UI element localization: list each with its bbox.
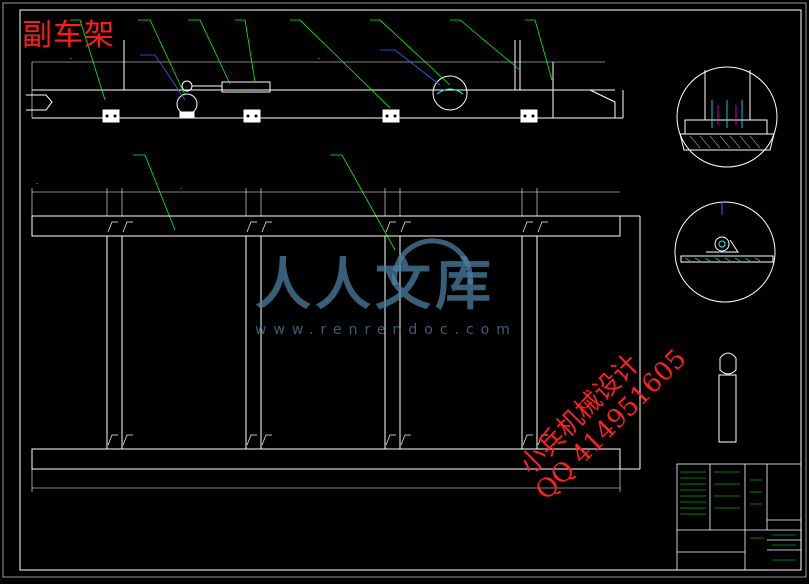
svg-text:-: - [36,181,38,187]
sheet-border [19,9,802,571]
watermark-logo [392,238,473,286]
watermark-brand: 人人文库 [255,253,495,318]
leader-lines [70,19,553,251]
title-block-rows [680,471,796,561]
svg-text:-: - [180,186,182,192]
detail-circle-middle [674,201,776,303]
detail-circle-top [676,66,778,168]
drawing-title: 副车架 [22,18,115,53]
plan-view [31,188,641,492]
side-view [26,40,624,119]
dimension-labels: - - - - [36,56,320,192]
svg-text:-: - [70,56,72,62]
weld-symbols [107,221,548,446]
clamp-blocks [102,109,538,123]
pin-detail [718,352,737,443]
title-block [676,463,802,571]
watermark-url: www.renrendoc.com [255,322,517,338]
svg-text:-: - [318,56,320,62]
blue-callouts [140,49,441,101]
